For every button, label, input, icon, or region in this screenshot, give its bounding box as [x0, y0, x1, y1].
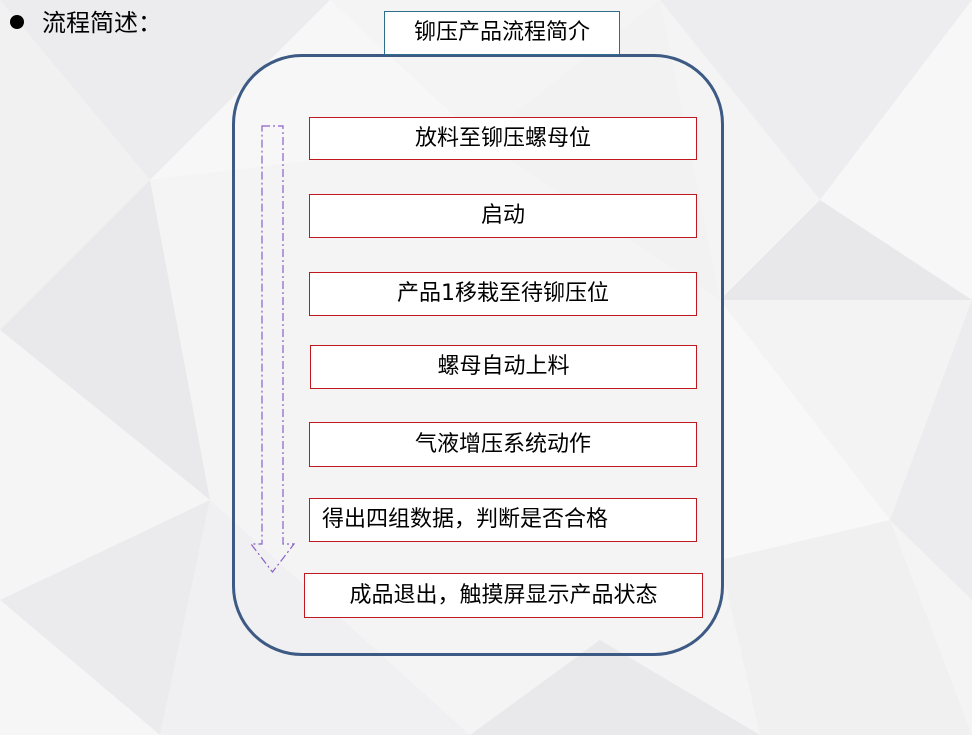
- bullet-icon: [10, 15, 24, 29]
- process-frame: [232, 54, 724, 656]
- step-4: 螺母自动上料: [310, 345, 697, 389]
- step-5: 气液增压系统动作: [309, 422, 697, 467]
- page-heading: 流程简述：: [42, 9, 162, 37]
- step-3: 产品1移栽至待铆压位: [309, 272, 697, 316]
- diagram-title: 铆压产品流程简介: [384, 11, 620, 55]
- step-1: 放料至铆压螺母位: [309, 117, 697, 160]
- step-6: 得出四组数据，判断是否合格: [309, 498, 697, 542]
- step-7: 成品退出，触摸屏显示产品状态: [304, 573, 703, 618]
- flow-arrow-icon: [249, 125, 296, 573]
- step-2: 启动: [309, 194, 697, 238]
